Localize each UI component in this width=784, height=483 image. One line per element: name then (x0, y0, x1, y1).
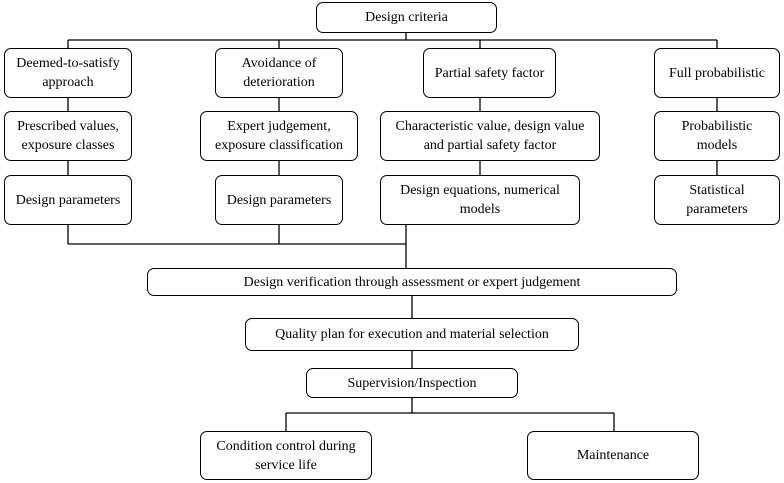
design-verification-label: Design verification through assessment o… (243, 274, 581, 290)
design-parameters-2-box: Design parameters (215, 175, 343, 225)
avoidance-box: Avoidance of deterioration (215, 48, 343, 98)
partial-safety-box: Partial safety factor (423, 48, 556, 98)
design-equations-label: Design equations, numerical models (400, 183, 560, 217)
maintenance-box: Maintenance (527, 431, 699, 480)
partial-safety-label: Partial safety factor (434, 65, 545, 81)
deemed-to-satisfy-box: Deemed-to-satisfy approach (4, 48, 132, 98)
probabilistic-models-box: Probabilistic models (654, 111, 780, 161)
condition-control-box: Condition control during service life (200, 431, 372, 480)
characteristic-value-label: Characteristic value, design value and p… (395, 119, 585, 153)
design-parameters-2-label: Design parameters (226, 192, 332, 208)
quality-plan-box: Quality plan for execution and material … (245, 318, 579, 351)
prescribed-values-label: Prescribed values, exposure classes (17, 119, 119, 153)
probabilistic-models-label: Probabilistic models (681, 119, 753, 153)
supervision-box: Supervision/Inspection (306, 368, 518, 398)
design-criteria-label: Design criteria (365, 10, 448, 25)
full-probabilistic-label: Full probabilistic (668, 65, 766, 81)
expert-judgement-label: Expert judgement, exposure classificatio… (215, 119, 343, 153)
supervision-label: Supervision/Inspection (347, 375, 477, 391)
statistical-parameters-label: Statistical parameters (686, 183, 748, 217)
expert-judgement-box: Expert judgement, exposure classificatio… (200, 111, 358, 161)
design-parameters-1-box: Design parameters (4, 175, 132, 225)
design-verification-box: Design verification through assessment o… (147, 268, 677, 296)
prescribed-values-box: Prescribed values, exposure classes (4, 111, 132, 161)
characteristic-value-box: Characteristic value, design value and p… (380, 111, 600, 161)
full-probabilistic-box: Full probabilistic (654, 48, 780, 98)
quality-plan-label: Quality plan for execution and material … (275, 327, 549, 342)
maintenance-label: Maintenance (576, 448, 650, 463)
deemed-to-satisfy-label: Deemed-to-satisfy approach (16, 56, 120, 90)
avoidance-label: Avoidance of deterioration (241, 56, 317, 90)
condition-control-label: Condition control during service life (216, 438, 356, 473)
design-parameters-1-label: Design parameters (15, 192, 121, 208)
statistical-parameters-box: Statistical parameters (654, 175, 780, 225)
design-criteria-box: Design criteria (316, 2, 497, 33)
design-equations-box: Design equations, numerical models (380, 175, 580, 225)
